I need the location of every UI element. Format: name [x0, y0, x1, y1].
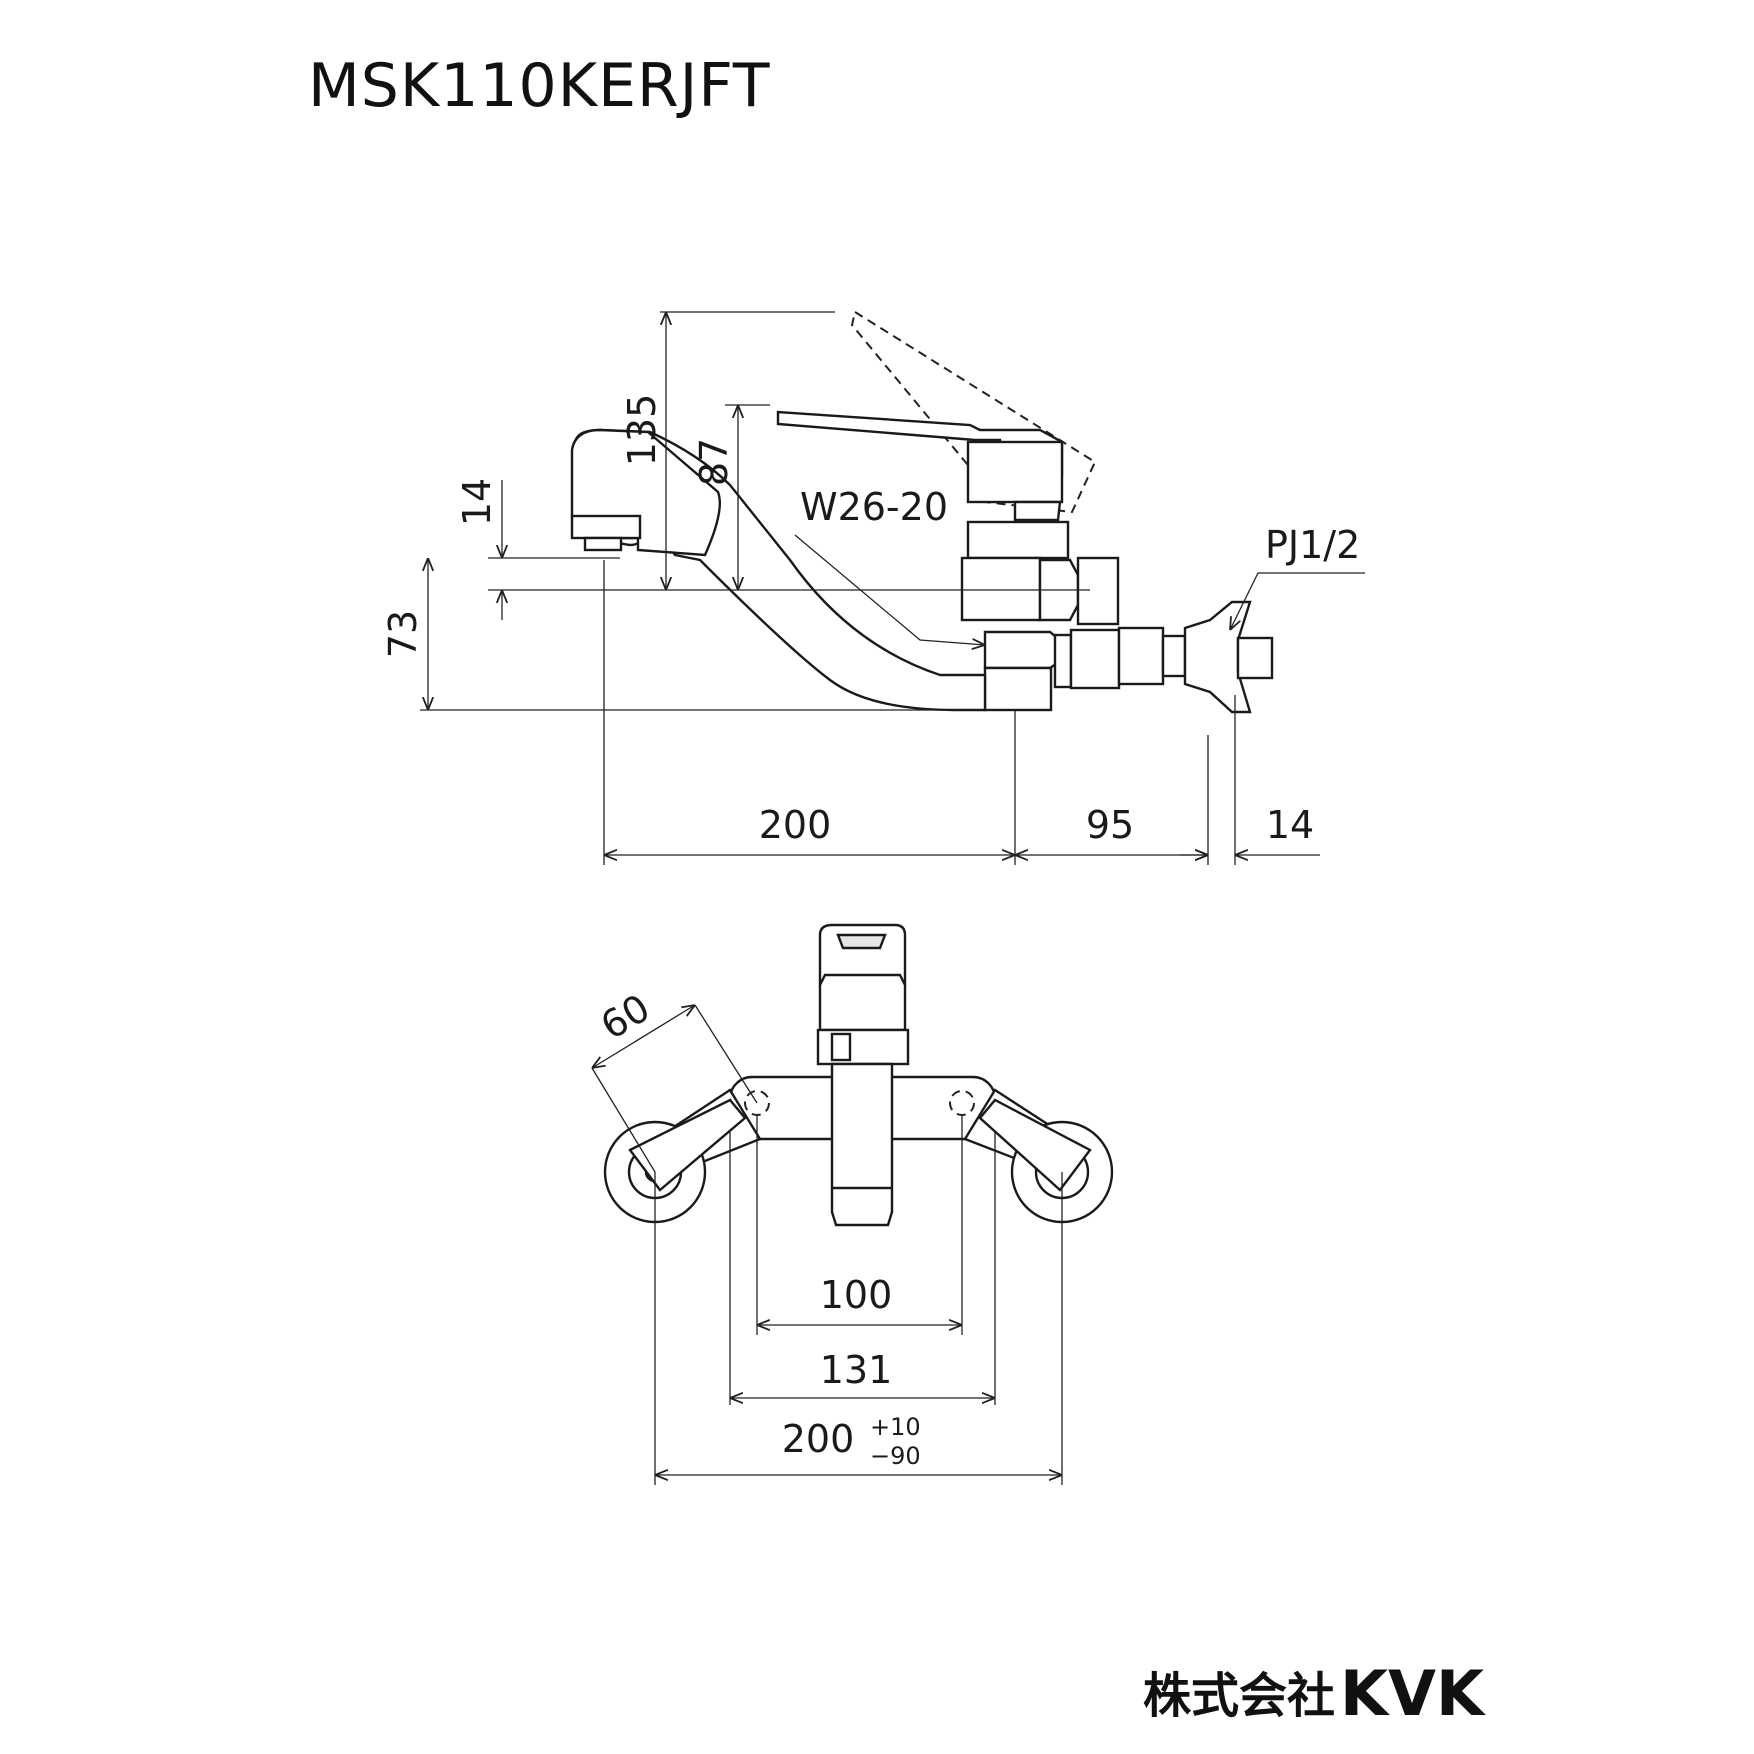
dim-fitting: 14	[1266, 803, 1314, 847]
company-name-jp: 株式会社	[1143, 1668, 1335, 1724]
model-number-title: MSK110KERJFT	[308, 51, 770, 121]
mixer-body-valve	[960, 556, 1042, 622]
dim-lever-height: 135	[620, 394, 664, 467]
front-valve-knob	[830, 1032, 852, 1062]
company-mark: 株式会社 KVK	[1143, 1657, 1486, 1730]
company-logo: KVK	[1340, 1657, 1486, 1730]
label-pipe-thread: PJ1/2	[1265, 523, 1360, 567]
spout-nut	[983, 630, 1064, 670]
dim-inner: 100	[820, 1273, 893, 1317]
left-arm-link	[628, 1098, 747, 1192]
dim-body-depth: 95	[1086, 803, 1134, 847]
mixer-body-upper	[966, 520, 1070, 560]
spout-base	[983, 666, 1053, 712]
right-arm-link	[978, 1098, 1092, 1192]
dim-tolerance-plus: +10	[870, 1413, 921, 1441]
dim-spout-tip: 14	[455, 478, 499, 526]
front-lever-window	[836, 933, 887, 950]
front-spout	[830, 1062, 894, 1227]
dim-body-height: 87	[692, 438, 736, 486]
union-nut	[1117, 626, 1165, 686]
front-view: 60 100 131 200 +10 −90	[592, 923, 1114, 1485]
dim-spout-reach: 200	[759, 803, 832, 847]
side-view: 135 87 14 73 W26-20 PJ1/2 200 95 14	[381, 310, 1365, 865]
dim-tolerance-minus: −90	[870, 1442, 921, 1470]
label-mixer-thread: W26-20	[800, 485, 948, 529]
dim-arm: 60	[593, 986, 657, 1049]
body-lower	[1069, 628, 1121, 690]
knurled-ring	[1053, 633, 1073, 689]
aerator-tip	[583, 536, 623, 552]
dim-body-width: 131	[820, 1348, 893, 1392]
dim-center: 200	[782, 1417, 855, 1461]
aerator	[570, 514, 642, 540]
dim-spout-drop: 73	[381, 610, 425, 658]
front-cartridge	[818, 973, 907, 1032]
union-sleeve	[1161, 634, 1187, 678]
pipe-thread-fitting	[1236, 636, 1274, 680]
cartridge-body	[966, 440, 1064, 504]
body-rear-plate	[1076, 556, 1120, 626]
cartridge-neck	[1013, 500, 1062, 522]
